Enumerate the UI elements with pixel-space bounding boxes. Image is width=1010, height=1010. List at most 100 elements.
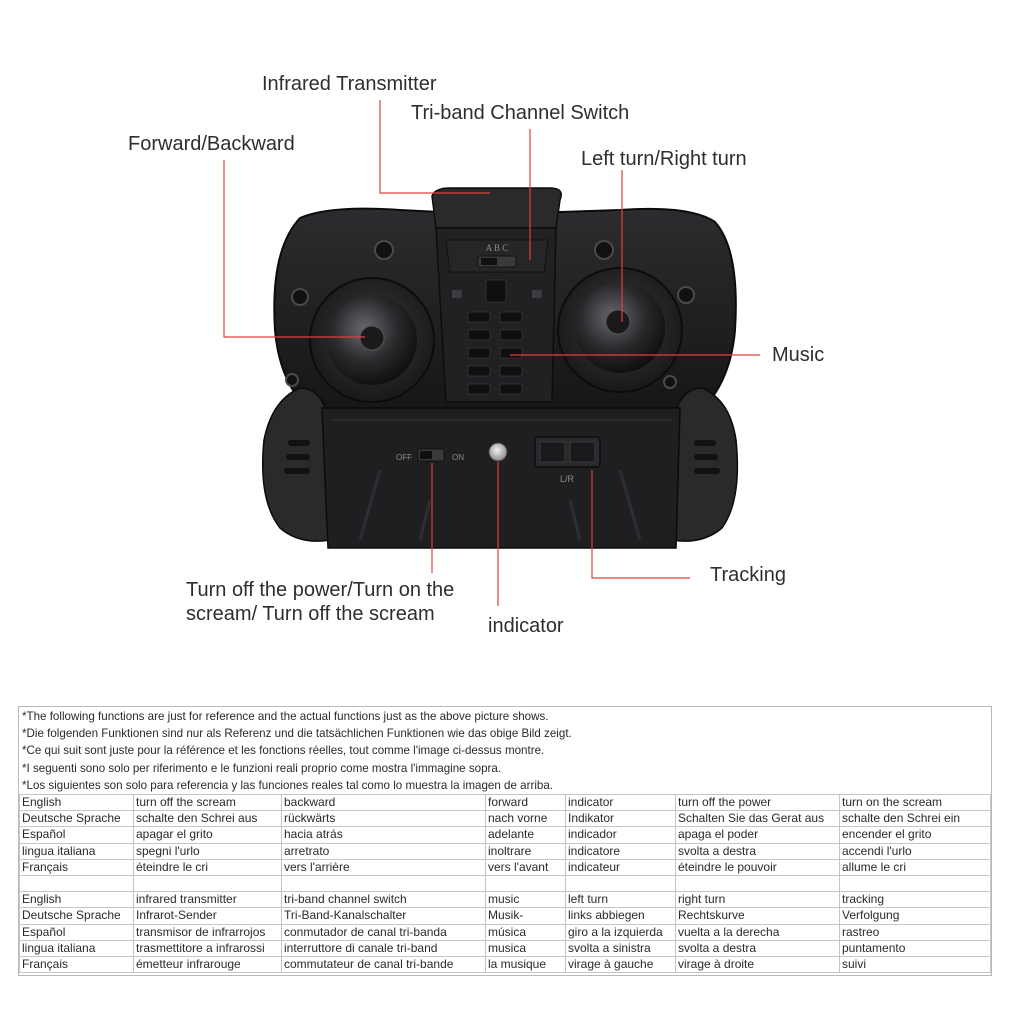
table-cell: música [485,923,566,941]
table-cell: schalte den Schrei ein [839,810,991,828]
empty-cell [133,875,282,893]
indicator-led [488,442,508,462]
empty-cell [675,875,840,893]
language-cell: Deutsche Sprache [19,907,134,925]
table-cell: schalte den Schrei aus [133,810,282,828]
abc-label: A B C [486,243,509,253]
language-cell: Deutsche Sprache [19,810,134,828]
table-cell: hacia atrás [281,826,486,844]
callout-tracking: Tracking [710,564,786,586]
table-cell: allume le cri [839,858,991,877]
table-cell: Indikator [565,810,676,828]
table-cell: inoltrare [485,842,566,860]
table-cell: arretrato [281,842,486,860]
leader-infrared [379,100,490,194]
callout-infrared-transmitter: Infrared Transmitter [262,73,437,95]
left-grip [261,387,331,542]
note-spanish: *Los siguientes son solo para referencia… [22,778,554,792]
table-cell: infrared transmitter [133,891,282,909]
table-cell: indicateur [565,858,676,877]
lr-label: L/R [560,474,575,484]
table-cell: virage à droite [675,956,840,974]
callout-tri-band-switch: Tri-band Channel Switch [411,102,630,124]
table-cell: svolta a sinistra [565,939,676,958]
leader-forward [223,160,365,338]
table-cell: turn off the power [675,794,840,812]
table-cell: tri-band channel switch [281,891,486,909]
table-cell: interruttore di canale tri-band [281,939,486,958]
table-cell: forward [485,794,566,812]
table-cell: accendi l'urlo [839,842,991,860]
leader-lines [223,100,760,606]
table-cell: left turn [565,891,676,909]
language-cell: Español [19,826,134,844]
table-cell: Infrarot-Sender [133,907,282,925]
table-cell: turn off the scream [133,794,282,812]
lower-panel [321,407,681,549]
table-cell: Tri-Band-Kanalschalter [281,907,486,925]
table-cell: apagar el grito [133,826,282,844]
table-cell: rückwärts [281,810,486,828]
empty-cell [565,875,676,893]
table-cell: right turn [675,891,840,909]
table-cell: indicador [565,826,676,844]
language-cell: English [19,794,134,812]
table-cell: trasmettitore a infrarossi [133,939,282,958]
reference-notes: *The following functions are just for re… [19,707,991,794]
table-cell: svolta a destra [675,842,840,860]
table-cell: commutateur de canal tri-bande [281,956,486,974]
table-cell: Verfolgung [839,907,991,925]
table-cell: émetteur infrarouge [133,956,282,974]
off-label: OFF [396,453,412,462]
language-cell: Français [19,956,134,974]
language-cell: English [19,891,134,909]
remote-control-illustration: A B C [223,100,760,606]
note-italian: *I seguenti sono solo per riferimento e … [22,761,502,775]
table-cell: giro a la izquierda [565,923,676,941]
table-cell: éteindre le cri [133,858,282,877]
table-cell: spegni l'urlo [133,842,282,860]
table-cell: vuelta a la derecha [675,923,840,941]
table-cell: suivi [839,956,991,974]
tracking-buttons: L/R [534,436,601,484]
table-cell: nach vorne [485,810,566,828]
table-cell: tracking [839,891,991,909]
table-cell: Schalten Sie das Gerat aus [675,810,840,828]
right-grip [671,387,739,542]
table-cell: svolta a destra [675,939,840,958]
leader-tracking [591,470,690,579]
callout-music: Music [772,344,825,366]
table-cell: links abbiegen [565,907,676,925]
table-cell: adelante [485,826,566,844]
callout-left-right-turn: Left turn/Right turn [581,148,747,170]
left-joystick [309,277,435,403]
note-english: *The following functions are just for re… [22,710,549,723]
table-cell: musica [485,939,566,958]
callout-indicator: indicator [488,615,564,637]
center-vents [467,279,523,395]
table-cell: encender el grito [839,826,991,844]
table-spacer-row [19,875,991,893]
table-cell: vers l'arrière [281,858,486,877]
table-cell: virage à gauche [565,956,676,974]
table-cell: éteindre le pouvoir [675,858,840,877]
right-joystick [557,267,683,393]
table-cell: indicatore [565,842,676,860]
table-cell: turn on the scream [839,794,991,812]
language-cell: lingua italiana [19,842,134,860]
table-cell: la musique [485,956,566,974]
table-cell: conmutador de canal tri-banda [281,923,486,941]
screws [285,240,695,389]
table-cell: Rechtskurve [675,907,840,925]
table-cell: apaga el poder [675,826,840,844]
